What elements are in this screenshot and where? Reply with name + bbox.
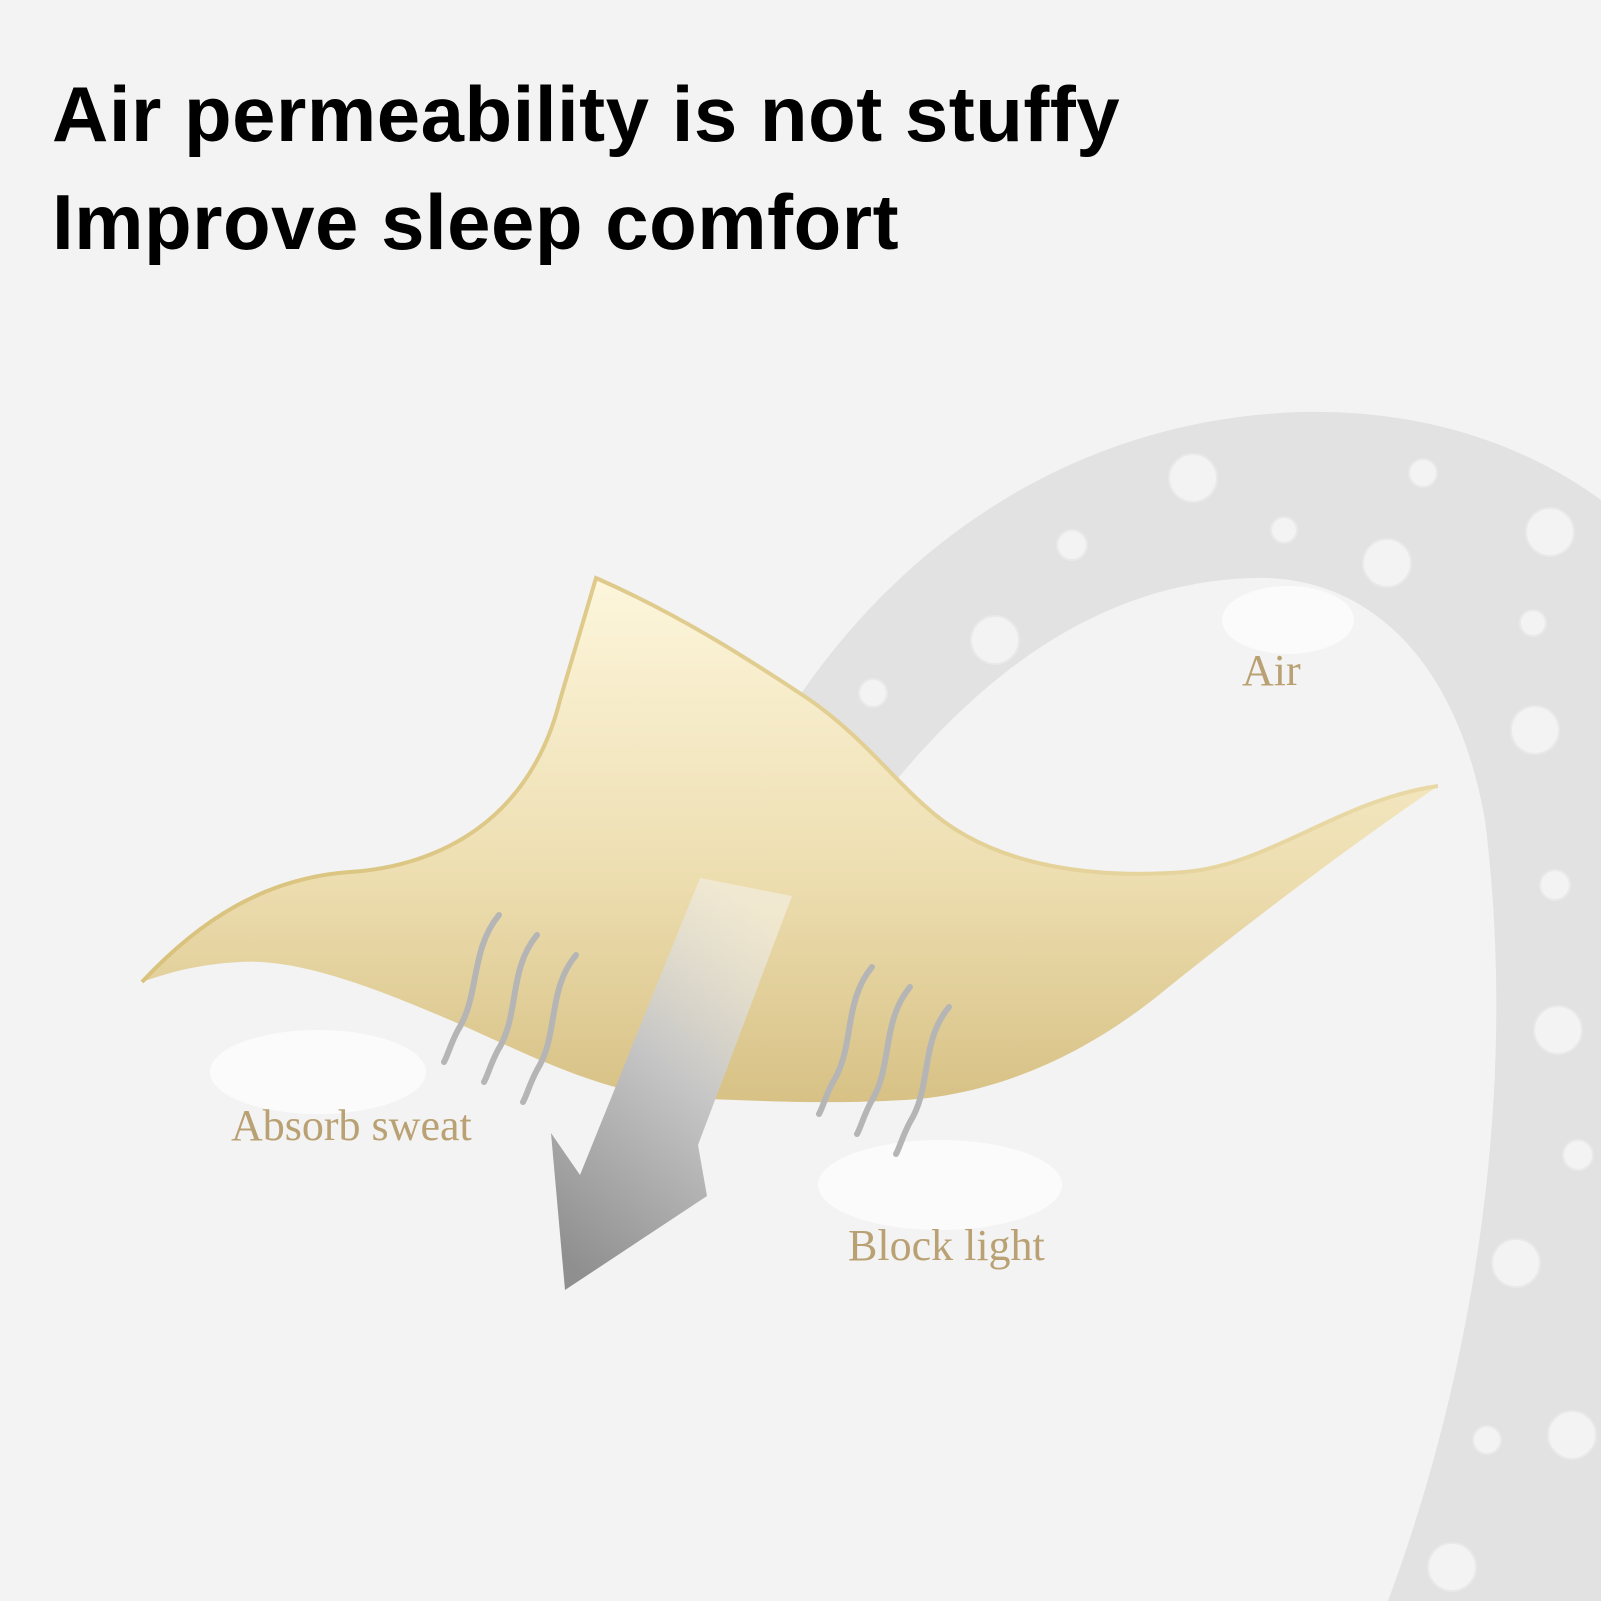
block-light-label: Block light (848, 1221, 1045, 1270)
air-bubbles (858, 453, 1597, 1592)
air-flow-band (760, 411, 1601, 1601)
air-label: Air (1242, 646, 1301, 695)
label-glows (210, 586, 1354, 1230)
absorb-sweat-label: Absorb sweat (231, 1101, 472, 1150)
fabric-sheet (142, 578, 1438, 1103)
headline-line-1: Air permeability is not stuffy (52, 70, 1121, 158)
sweat-lines-right (816, 964, 952, 1157)
sweat-lines-left (441, 912, 579, 1105)
headline-line-2: Improve sleep comfort (52, 178, 900, 266)
headline: Air permeability is not stuffy Improve s… (52, 60, 1120, 276)
down-arrow (551, 878, 792, 1290)
fabric-top-edge (140, 575, 1439, 984)
